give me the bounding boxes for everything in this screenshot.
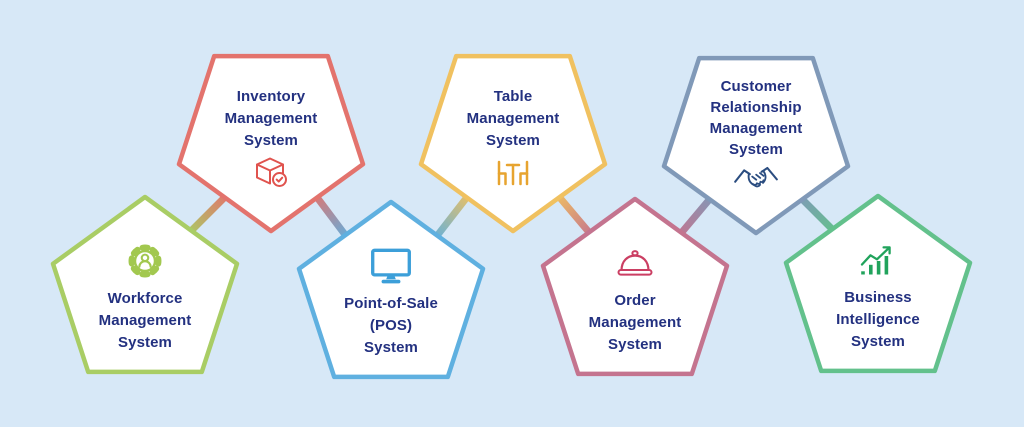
- box-check-icon: [176, 154, 366, 192]
- gear-person-icon: [50, 240, 240, 282]
- connector-table-order: [552, 189, 596, 240]
- node-label: Inventory Management System: [224, 88, 318, 149]
- node-customer-relationship-management-system: Customer Relationship Management System: [661, 54, 851, 236]
- monitor-icon: [296, 245, 486, 287]
- pentagon-shape: [661, 55, 851, 236]
- node-workforce-management-system: Workforce Management System: [50, 194, 240, 376]
- node-label: Point-of-Sale (POS) System: [344, 295, 438, 356]
- pentagon-shape: [50, 194, 240, 375]
- node-inventory-management-system: Inventory Management System: [176, 52, 366, 234]
- node-label: Order Management System: [588, 292, 682, 353]
- pentagon-shape: [418, 53, 608, 234]
- handshake-icon: [661, 160, 851, 194]
- connector-inventory-pos: [310, 189, 352, 243]
- node-label: Table Management System: [466, 88, 560, 149]
- table-chairs-icon: [418, 154, 608, 192]
- node-label: Customer Relationship Management System: [709, 78, 803, 158]
- pentagon-shape: [176, 53, 366, 234]
- connector-table-pos: [430, 189, 474, 244]
- pentagon-shape: [296, 199, 486, 380]
- node-order-management-system: Order Management System: [540, 196, 730, 378]
- pentagon-shape: [540, 196, 730, 377]
- connector-crm-order: [674, 191, 717, 241]
- node-business-intelligence-system: Business Intelligence System: [783, 193, 973, 375]
- connector-inventory-workforce: [184, 190, 232, 238]
- node-label: Business Intelligence System: [836, 289, 920, 350]
- chart-growth-icon: [783, 239, 973, 281]
- cloche-icon: [540, 242, 730, 284]
- node-point-of-sale-system: Point-of-Sale (POS) System: [296, 199, 486, 381]
- node-table-management-system: Table Management System: [418, 52, 608, 234]
- node-label: Workforce Management System: [98, 290, 192, 351]
- pentagon-shape: [783, 193, 973, 374]
- connector-crm-bi: [795, 192, 839, 236]
